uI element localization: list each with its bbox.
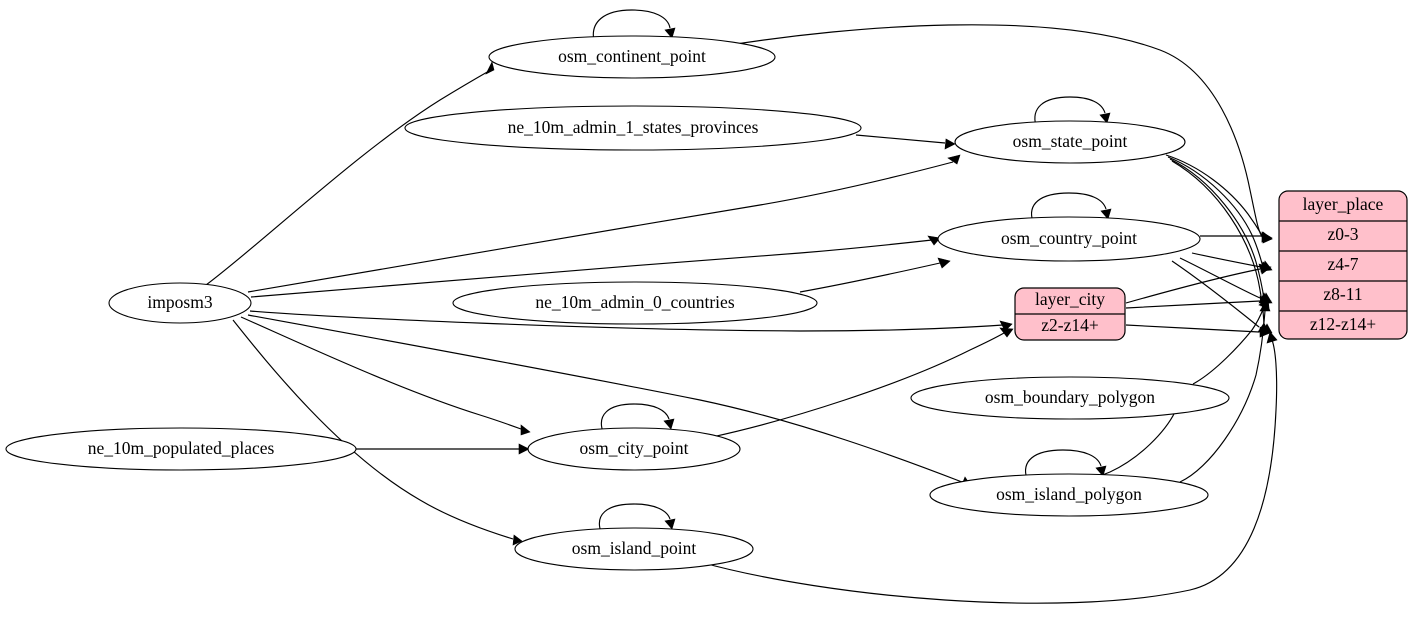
record-node-layer-place[interactable]: layer_place z0-3 z4-7 z8-11 z12-z14+ [1278,190,1408,340]
node-ne-10m-admin-1-states-provinces[interactable]: ne_10m_admin_1_states_provinces [404,105,862,151]
node-ne-10m-populated-places[interactable]: ne_10m_populated_places [5,427,357,471]
edge-osm-boundary-polygon-to-layer-place-z8-11 [1192,297,1270,385]
edge-osm-country-point-to-layer-place-z12-z14 [1171,260,1270,334]
edge-osm-island-polygon-self-loop [1025,449,1107,480]
node-osm-city-point[interactable]: osm_city_point [527,427,741,471]
edge-imposm3-to-osm-country-point [250,235,941,298]
edge-osm-city-point-self-loop [600,403,675,433]
edge-osm-island-polygon-to-layer-place-z8-11 [1179,300,1271,483]
edge-imposm3-to-layer-city [249,310,1013,332]
edge-osm-country-point-to-layer-place-z0-3 [1200,231,1273,243]
edge-imposm3-to-osm-island-point [232,319,523,546]
edge-osm-island-point-to-layer-place-z12-z14 [699,331,1278,604]
edge-layer-city-to-layer-place-z4-7 [1125,263,1272,304]
edge-layer [205,9,1278,604]
node-osm-state-point[interactable]: osm_state_point [954,120,1186,164]
edge-ne-populated-places-to-osm-city-point [356,443,530,455]
edge-ne-admin1-to-osm-state-point [855,134,956,150]
edge-osm-island-point-self-loop [598,503,676,533]
record-node-layer-city[interactable]: layer_city z2-z14+ [1014,287,1126,341]
record-node-layer: layer_city z2-z14+ layer_place z0-3 z4-7… [1014,190,1408,341]
node-imposm3[interactable]: imposm3 [108,282,252,324]
edge-osm-country-point-self-loop [1031,192,1112,223]
node-osm-continent-point[interactable]: osm_continent_point [488,35,776,79]
node-osm-boundary-polygon[interactable]: osm_boundary_polygon [910,376,1230,420]
node-osm-country-point[interactable]: osm_country_point [937,216,1201,262]
edge-imposm3-to-osm-city-point [240,316,531,436]
edge-ne-admin0-to-osm-country-point [799,257,951,293]
edge-osm-state-point-self-loop [1034,96,1111,127]
edge-osm-state-point-to-layer-place-z4-7 [1167,156,1273,272]
edge-imposm3-to-osm-continent-point [205,61,495,286]
edge-imposm3-to-osm-state-point [247,154,961,293]
node-osm-island-polygon[interactable]: osm_island_polygon [929,473,1209,517]
node-osm-island-point[interactable]: osm_island_point [514,527,754,571]
node-ne-10m-admin-0-countries[interactable]: ne_10m_admin_0_countries [452,281,818,325]
edge-osm-city-point-to-layer-city [711,327,1014,438]
edge-layer-city-to-layer-place-z8-11 [1125,295,1272,309]
edge-osm-continent-point-self-loop [592,9,676,42]
